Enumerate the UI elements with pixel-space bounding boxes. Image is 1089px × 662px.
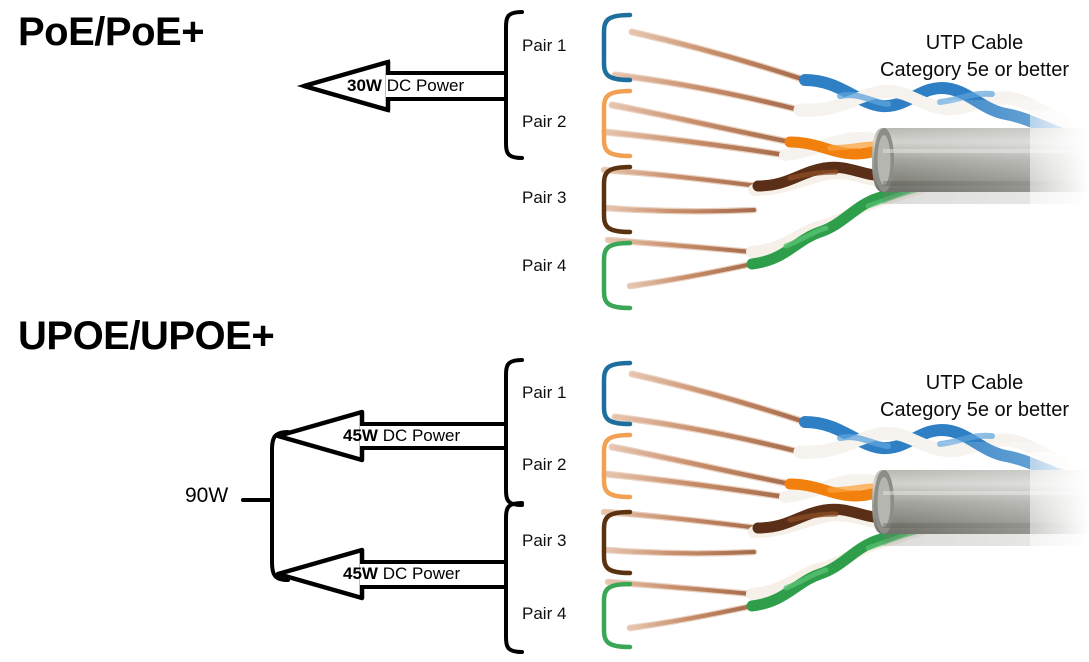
total-power-label: 90W (185, 484, 229, 507)
power-arrow-label-top: 30W DC Power (347, 76, 464, 96)
pair-label-top-3: Pair 3 (522, 188, 567, 207)
power-watts-top: 30W (347, 76, 382, 95)
pair-label-top-2: Pair 2 (522, 112, 567, 131)
cable-caption-bottom: UTP Cable Category 5e or better (880, 370, 1069, 424)
power-suffix-lower: DC Power (377, 564, 461, 583)
pair-label-top-1: Pair 1 (522, 36, 567, 55)
pair-label-bottom-1: Pair 1 (522, 383, 567, 402)
cable-caption-top: UTP Cable Category 5e or better (880, 30, 1069, 84)
pair-label-bottom-4: Pair 4 (522, 604, 567, 623)
utp-cable-photo-top (600, 0, 1089, 320)
power-arrow-label-lower: 45W DC Power (343, 564, 460, 584)
power-group-bracket-bottom-lower (504, 501, 524, 654)
cable-caption-line2: Category 5e or better (880, 59, 1069, 81)
pair-label-bottom-2: Pair 2 (522, 455, 567, 474)
pair-label-bottom-3: Pair 3 (522, 531, 567, 550)
total-power-bracket (241, 430, 290, 582)
section-title-poe: PoE/PoE+ (18, 10, 205, 54)
power-group-bracket-top (504, 10, 524, 160)
power-watts-upper: 45W (343, 426, 378, 445)
section-title-upoe: UPOE/UPOE+ (18, 314, 275, 358)
power-arrow-label-upper: 45W DC Power (343, 426, 460, 446)
pair-label-top-4: Pair 4 (522, 256, 567, 275)
power-watts-lower: 45W (343, 564, 378, 583)
cable-caption-line1: UTP Cable (925, 372, 1024, 394)
cable-caption-line1: UTP Cable (925, 32, 1024, 54)
power-group-bracket-bottom-upper (504, 358, 524, 507)
power-suffix-top: DC Power (381, 76, 465, 95)
utp-cable-photo-bottom (600, 340, 1089, 662)
cable-caption-line2: Category 5e or better (880, 399, 1069, 421)
power-suffix-upper: DC Power (377, 426, 461, 445)
